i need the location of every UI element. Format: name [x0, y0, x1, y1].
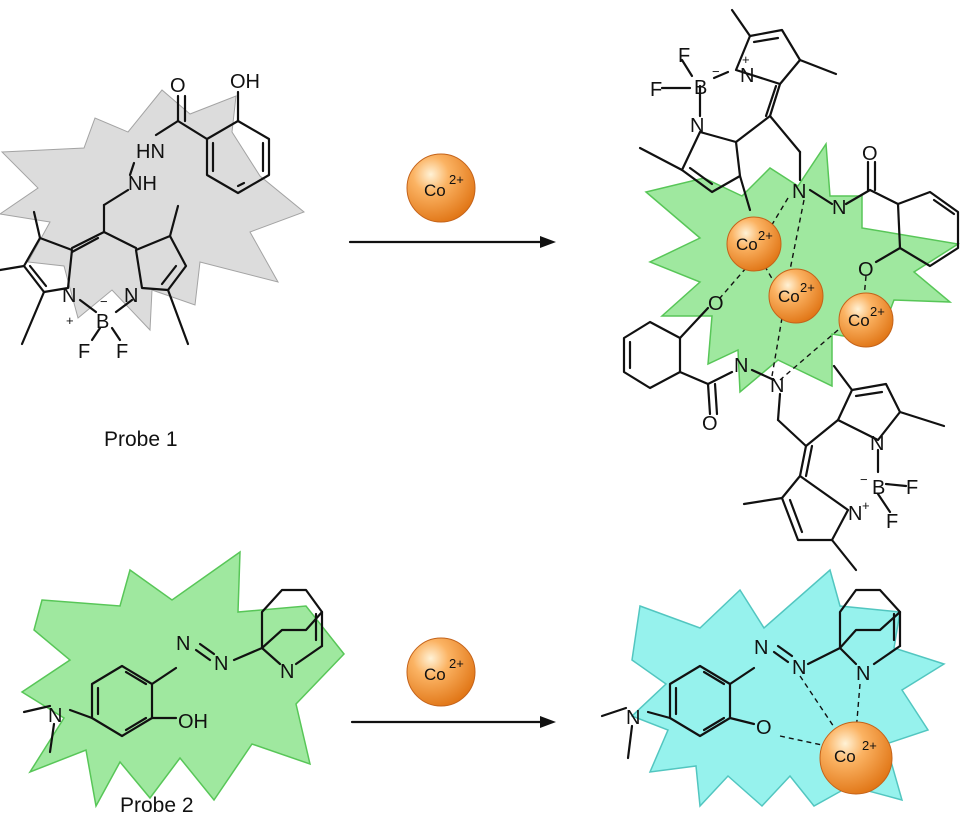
complex1-hydrazone-n2: N: [832, 197, 846, 219]
arrowhead-2: [540, 716, 556, 728]
complex1-hydrazone-n4: N: [770, 375, 784, 397]
cobalt-ion-reagent-1: Co 2+: [406, 153, 476, 223]
probe1-label: Probe 1: [104, 428, 178, 451]
fluorescence-burst-complex2: [630, 568, 946, 808]
complex1-f-top-1: F: [678, 45, 690, 67]
probe1-boron: B: [96, 311, 109, 333]
complex1-n-bottom: N: [870, 433, 884, 455]
complex2-pyridine-n: N: [856, 663, 870, 685]
complex1-n-top: N: [740, 65, 754, 87]
cobalt-ion-complex2: Co 2+: [819, 721, 893, 795]
ion-symbol: Co: [424, 181, 446, 200]
probe1-structure: [0, 90, 271, 346]
complex1-phenoxide-o-right: O: [858, 259, 874, 281]
complex2-azo-n2: N: [792, 657, 806, 679]
complex1-carbonyl-o-bottom: O: [702, 413, 718, 435]
complex1-f-bottom-1: F: [906, 477, 918, 499]
ion-symbol: Co: [834, 747, 856, 766]
probe2-hydroxyl: OH: [178, 711, 208, 733]
probe2-azo-n1: N: [176, 633, 190, 655]
probe1-fluorine-2: F: [116, 341, 128, 363]
ion-symbol: Co: [736, 235, 758, 254]
complex1-phenoxide-o-left: O: [708, 293, 724, 315]
complex1-hydrazone-n3: N: [734, 355, 748, 377]
probe1-carbonyl-oxygen: O: [170, 75, 186, 97]
probe1-hydroxyl: OH: [230, 71, 260, 93]
complex1-b-bottom: B: [872, 477, 885, 499]
probe2-dimethylamino-n: N: [48, 705, 62, 727]
complex2-azo-n1: N: [754, 637, 768, 659]
complex1-plus-top: +: [742, 52, 750, 67]
complex1-minus-bottom: −: [860, 472, 868, 487]
complex1-structure: [622, 8, 960, 572]
fluorescence-burst-probe1: [0, 89, 305, 332]
complex1-hydrazone-n1: N: [792, 181, 806, 203]
ion-symbol: Co: [848, 311, 870, 330]
cobalt-ion-reagent-2: Co 2+: [406, 637, 476, 707]
cobalt-ion-complex1-c: Co 2+: [838, 292, 894, 348]
probe1-nitrogen-left: N: [62, 285, 76, 307]
ion-charge: 2+: [800, 280, 815, 295]
ion-charge: 2+: [870, 304, 885, 319]
complex1-minus-top: −: [712, 64, 720, 79]
ion-charge: 2+: [449, 656, 464, 671]
arrowhead-1: [540, 236, 556, 248]
ion-symbol: Co: [778, 287, 800, 306]
complex1-plus-bottom: +: [862, 498, 870, 513]
probe1-plus-charge: +: [66, 313, 74, 328]
cobalt-ion-complex1-b: Co 2+: [768, 268, 824, 324]
cobalt-ion-complex1-a: Co 2+: [726, 216, 782, 272]
probe2-azo-n2: N: [214, 653, 228, 675]
probe2-pyridine-n: N: [280, 661, 294, 683]
fluorescence-burst-probe2: [20, 550, 345, 809]
probe1-minus-charge: −: [100, 294, 108, 309]
complex1-f-bottom-2: F: [886, 511, 898, 533]
ion-symbol: Co: [424, 665, 446, 684]
probe1-hydrazide-nh-bottom: NH: [128, 173, 157, 195]
complex1-n-bottom-2: N: [848, 503, 862, 525]
probe1-hydrazide-nh-top: HN: [136, 141, 165, 163]
complex2-phenoxide-o: O: [756, 717, 772, 739]
complex1-n-top-2: N: [690, 115, 704, 137]
probe2-structure: [22, 588, 324, 754]
ion-charge: 2+: [449, 172, 464, 187]
probe1-nitrogen-right: N: [124, 285, 138, 307]
ion-charge: 2+: [758, 228, 773, 243]
complex1-carbonyl-o-top: O: [862, 143, 878, 165]
probe2-label: Probe 2: [120, 794, 194, 817]
complex1-f-top-2: F: [650, 79, 662, 101]
probe1-fluorine-1: F: [78, 341, 90, 363]
ion-charge: 2+: [862, 738, 877, 753]
complex1-b-top: B: [694, 77, 707, 99]
complex2-dimethylamino-n: N: [626, 707, 640, 729]
